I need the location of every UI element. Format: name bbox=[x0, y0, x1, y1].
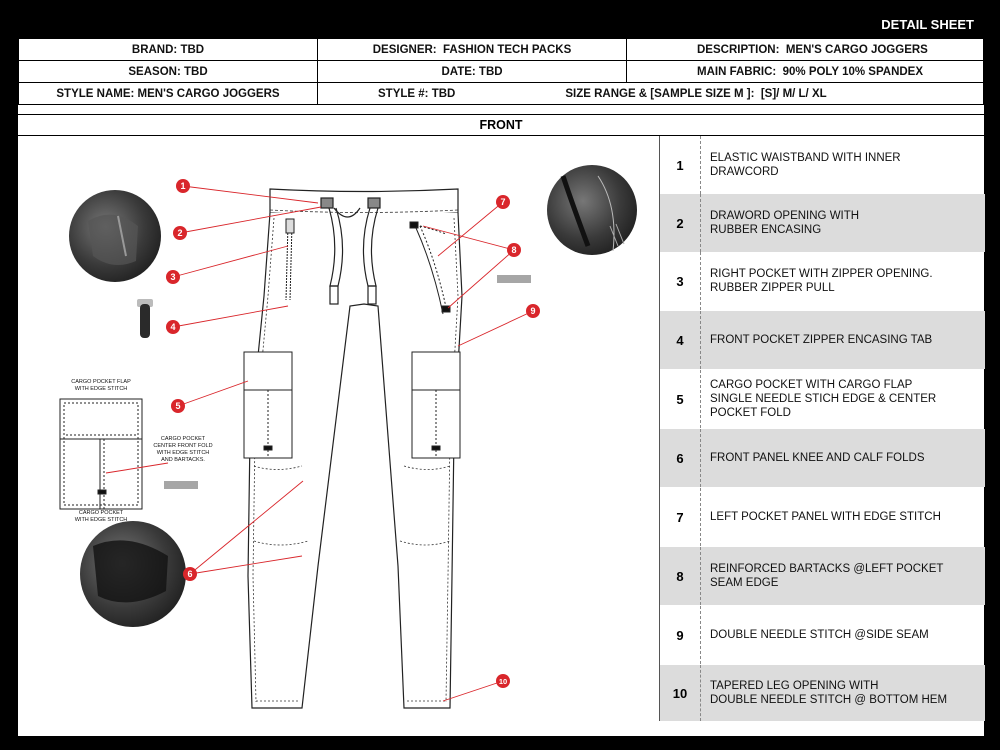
callout-1: 1 bbox=[176, 179, 190, 193]
technical-drawing: CARGO POCKET FLAP WITH EDGE STITCH CARGO… bbox=[18, 136, 658, 721]
svg-text:8: 8 bbox=[511, 245, 516, 255]
svg-text:10: 10 bbox=[499, 677, 507, 686]
callout-6: 6 bbox=[183, 567, 197, 581]
callout-lines bbox=[172, 185, 534, 702]
label-pocket-2: WITH EDGE STITCH bbox=[75, 517, 128, 523]
info-table: BRAND: TBD DESIGNER: FASHION TECH PACKS … bbox=[18, 38, 984, 105]
label-flap-1: CARGO POCKET FLAP bbox=[71, 379, 131, 385]
designer-cell: DESIGNER: FASHION TECH PACKS bbox=[317, 38, 627, 61]
photo-zipper-pull bbox=[137, 299, 153, 338]
svg-text:3: 3 bbox=[170, 272, 175, 282]
label-fold-4: AND BARTACKS. bbox=[161, 457, 205, 463]
label-fold-3: WITH EDGE STITCH bbox=[157, 450, 210, 456]
callout-4: 4 bbox=[166, 320, 180, 334]
callout-badges: 1 2 3 4 5 6 7 8 9 10 bbox=[166, 179, 540, 688]
callout-2: 2 bbox=[173, 226, 187, 240]
svg-text:2: 2 bbox=[177, 228, 182, 238]
label-pocket-1: CARGO POCKET bbox=[79, 510, 124, 516]
label-fold-2: CENTER FRONT FOLD bbox=[153, 443, 212, 449]
photo-knee-fold-detail bbox=[80, 521, 186, 627]
svg-text:6: 6 bbox=[187, 569, 192, 579]
fabric-cell: MAIN FABRIC: 90% POLY 10% SPANDEX bbox=[626, 60, 984, 83]
cargo-detail-labels: CARGO POCKET FLAP WITH EDGE STITCH CARGO… bbox=[71, 379, 212, 523]
brand-cell: BRAND: TBD bbox=[18, 38, 318, 61]
detail-sheet: DETAIL SHEET BRAND: TBD DESIGNER: FASHIO… bbox=[18, 12, 985, 736]
section-title: FRONT bbox=[18, 114, 984, 136]
callout-8: 8 bbox=[507, 243, 521, 257]
photo-pocket-detail bbox=[547, 165, 637, 255]
svg-text:7: 7 bbox=[500, 197, 505, 207]
header-bar: DETAIL SHEET bbox=[18, 12, 984, 38]
svg-text:1: 1 bbox=[180, 181, 185, 191]
label-flap-2: WITH EDGE STITCH bbox=[75, 386, 128, 392]
bartack-swatch-left bbox=[164, 481, 198, 489]
date-cell: DATE: TBD bbox=[317, 60, 627, 83]
cargo-pocket-detail-flat bbox=[59, 398, 169, 510]
svg-text:5: 5 bbox=[175, 401, 180, 411]
pants-outline bbox=[247, 188, 463, 709]
drawcord bbox=[320, 197, 381, 305]
season-cell: SEASON: TBD bbox=[18, 60, 318, 83]
cargo-pockets-on-pants bbox=[243, 351, 461, 459]
callout-9: 9 bbox=[526, 304, 540, 318]
description-cell: DESCRIPTION: MEN'S CARGO JOGGERS bbox=[626, 38, 984, 61]
svg-text:4: 4 bbox=[170, 322, 175, 332]
label-fold-1: CARGO POCKET bbox=[161, 436, 206, 442]
callout-7: 7 bbox=[496, 195, 510, 209]
callout-5: 5 bbox=[171, 399, 185, 413]
callout-3: 3 bbox=[166, 270, 180, 284]
jogger-flat-sketch: CARGO POCKET FLAP WITH EDGE STITCH CARGO… bbox=[59, 165, 637, 709]
svg-text:9: 9 bbox=[530, 306, 535, 316]
photo-waistband-detail bbox=[69, 190, 161, 282]
pants-stitching bbox=[252, 209, 459, 703]
callout-10: 10 bbox=[496, 674, 510, 688]
style-name-cell: STYLE NAME: MEN'S CARGO JOGGERS bbox=[18, 82, 318, 105]
bartack-swatch-right bbox=[497, 275, 531, 283]
front-zipper-pockets bbox=[285, 218, 451, 315]
sheet-title: DETAIL SHEET bbox=[881, 17, 974, 32]
